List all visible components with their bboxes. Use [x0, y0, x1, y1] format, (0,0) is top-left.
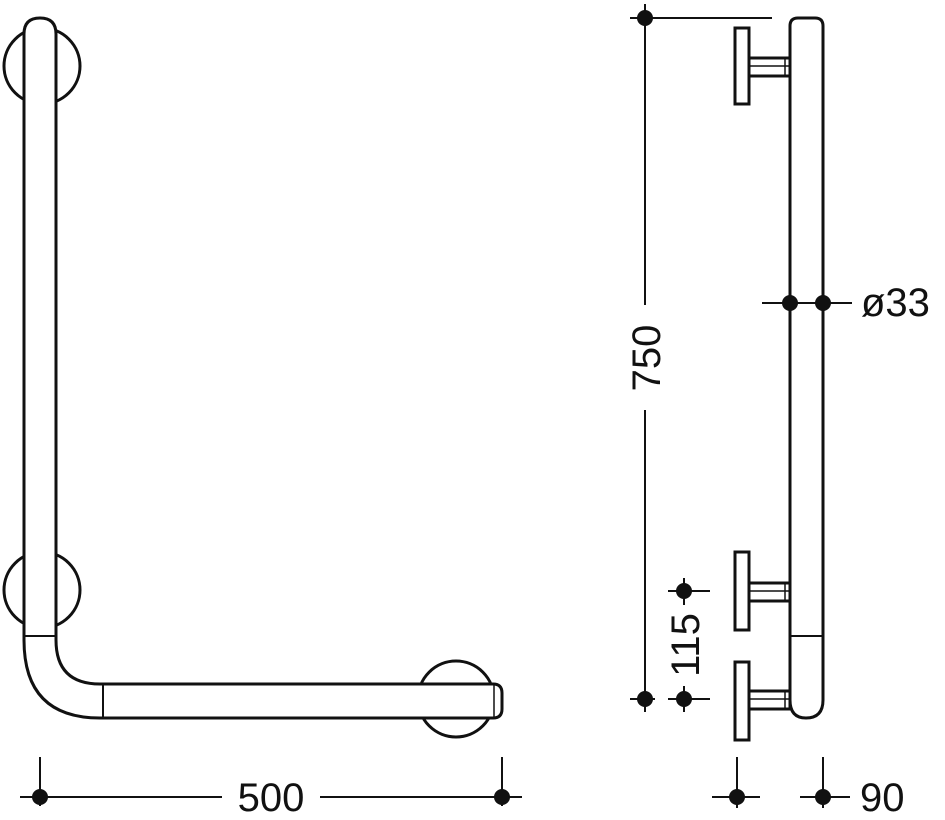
- width-label: 500: [238, 776, 305, 820]
- l-shaped-tube: [22, 16, 504, 720]
- depth-dimension: 90: [712, 757, 905, 820]
- width-dim-dot-left: [32, 789, 48, 805]
- offset-dimension: 115: [664, 578, 710, 712]
- middle-wall-bracket: [733, 550, 792, 632]
- diameter-label: ø33: [861, 281, 930, 325]
- side-view: [733, 16, 825, 742]
- side-tube: [788, 16, 825, 720]
- height-dim-dot-bottom: [637, 691, 653, 707]
- height-dimension: 750: [625, 4, 772, 712]
- offset-label: 115: [664, 613, 708, 677]
- top-wall-bracket: [733, 26, 792, 106]
- height-label: 750: [625, 325, 669, 392]
- front-view: [2, 16, 504, 739]
- width-dimension: 500: [20, 757, 522, 820]
- bottom-wall-bracket: [733, 660, 792, 742]
- diameter-dim-dot-right: [815, 295, 831, 311]
- depth-dim-dot-right: [815, 789, 831, 805]
- depth-label: 90: [860, 776, 905, 820]
- height-dim-dot-top: [637, 10, 653, 26]
- offset-dim-dot-top: [676, 583, 692, 599]
- width-dim-dot-right: [494, 789, 510, 805]
- diameter-dimension: ø33: [762, 281, 930, 325]
- offset-dim-dot-bottom: [676, 691, 692, 707]
- depth-dim-dot-left: [729, 789, 745, 805]
- diameter-dim-dot-left: [782, 295, 798, 311]
